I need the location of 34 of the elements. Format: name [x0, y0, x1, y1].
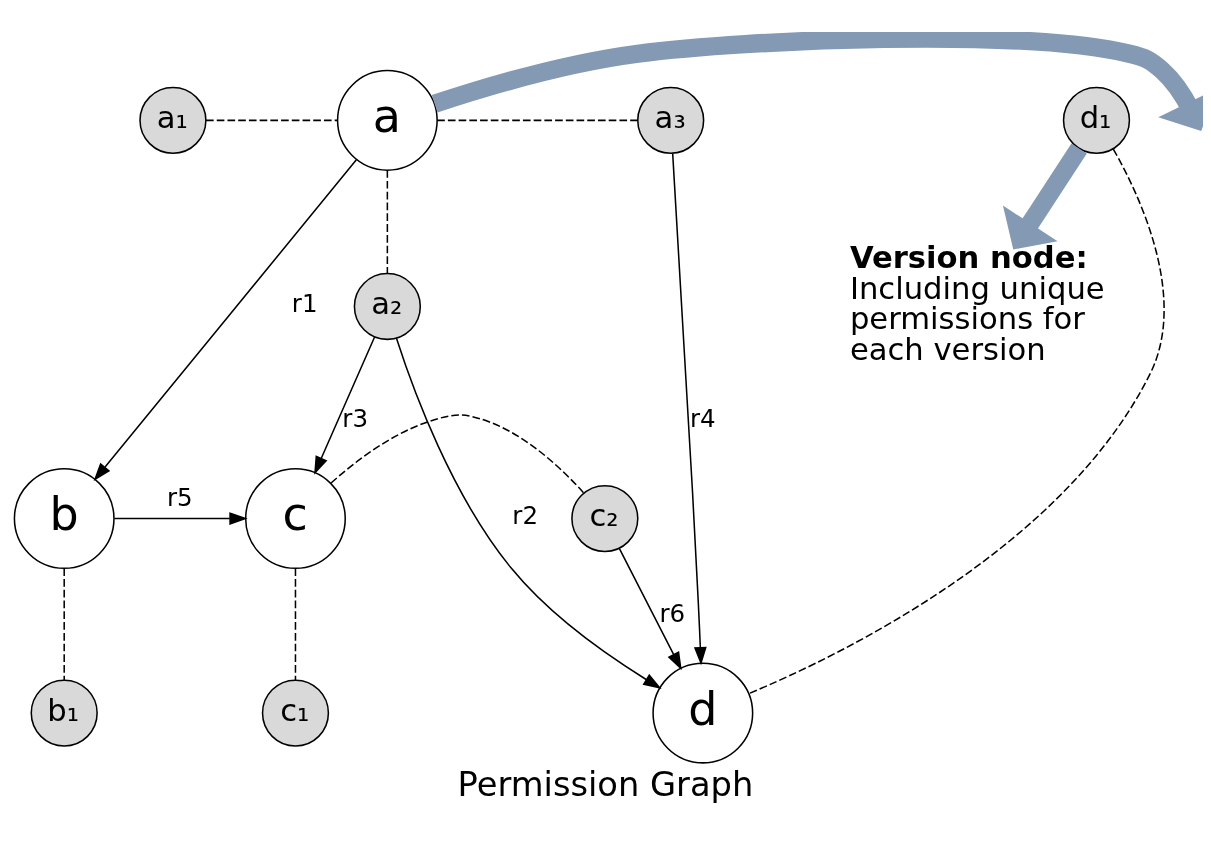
connector: [63, 567, 65, 681]
node-circle: c₂: [571, 484, 639, 553]
edge-label: r5: [167, 483, 193, 513]
connector: [386, 169, 389, 275]
connector: [294, 567, 297, 681]
arrow: [431, 32, 1203, 131]
edge-label: r6: [659, 598, 686, 628]
edge-label: r4: [690, 404, 716, 434]
node-circle: b: [13, 468, 115, 570]
node-text: Version node: Including unique permissions for each version: [849, 240, 1105, 368]
arrow: [314, 336, 376, 475]
arrow: [671, 152, 707, 666]
edge-label: r2: [512, 501, 539, 531]
arrow: [1002, 143, 1087, 250]
arrow: [93, 159, 358, 482]
node-circle: d₁: [1062, 86, 1131, 155]
node-circle: d: [652, 662, 754, 764]
connector: [330, 414, 585, 494]
node-circle: c₁: [261, 679, 330, 747]
arrow: [113, 512, 248, 525]
node-circle: a₃: [637, 86, 705, 155]
connector: [205, 119, 338, 122]
node-circle: c: [244, 468, 346, 570]
edge-label: r3: [342, 404, 369, 434]
node-circle: a₂: [353, 272, 422, 341]
node-circle: a₁: [139, 86, 207, 155]
connector: [436, 119, 639, 122]
arrow: [395, 337, 662, 689]
node-circle: a: [336, 69, 438, 171]
caption: Permission Graph: [457, 764, 754, 804]
node-circle: b₁: [30, 679, 98, 747]
connector: [748, 148, 1165, 695]
arrow: [618, 547, 682, 671]
edge-label: r1: [291, 289, 318, 319]
